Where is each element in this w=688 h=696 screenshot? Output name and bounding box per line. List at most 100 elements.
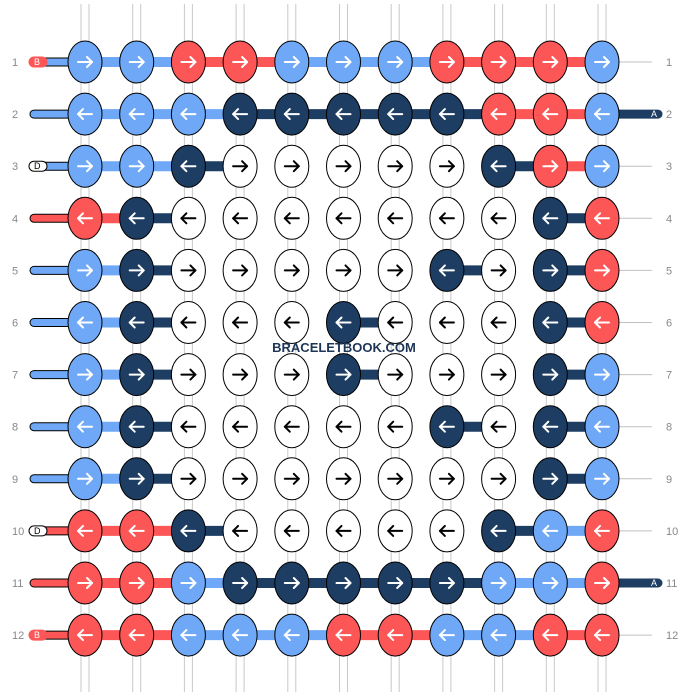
knot — [429, 92, 465, 136]
arrow-left-icon — [283, 316, 300, 329]
start-thread-tag — [28, 56, 48, 68]
knot — [67, 92, 103, 136]
row-number-right: 12 — [666, 630, 678, 642]
arrow-right-icon — [128, 56, 145, 68]
watermark-text: BRACELETBOOK.COM — [272, 340, 416, 355]
knot — [326, 405, 361, 449]
arrow-left-icon — [180, 420, 197, 433]
arrow-left-icon — [490, 160, 507, 173]
arrow-right-icon — [542, 368, 559, 381]
arrow-right-icon — [335, 577, 352, 589]
knot — [377, 353, 413, 397]
knot — [67, 353, 103, 397]
knot — [326, 613, 361, 657]
arrow-left-icon — [335, 524, 352, 537]
knot — [532, 457, 568, 501]
knot — [429, 196, 465, 240]
arrow-left-icon — [335, 108, 352, 121]
knot — [119, 509, 155, 553]
knot — [326, 353, 361, 397]
knot — [377, 301, 413, 344]
knot — [119, 92, 155, 136]
arrow-right-icon — [283, 368, 300, 381]
knot — [222, 144, 258, 188]
knot — [481, 457, 517, 501]
arrow-left-icon — [283, 524, 300, 537]
arrow-right-icon — [387, 368, 404, 381]
arrow-right-icon — [542, 160, 559, 173]
knot — [222, 509, 258, 553]
row-number-right: 1 — [666, 57, 672, 69]
knot — [119, 561, 155, 605]
arrow-left-icon — [180, 212, 197, 225]
knot — [222, 248, 258, 292]
knot — [429, 457, 465, 501]
arrow-right-icon — [77, 368, 93, 381]
knot — [429, 561, 465, 605]
arrow-left-icon — [594, 524, 610, 537]
arrow-left-icon — [594, 420, 610, 433]
knot-layer — [67, 40, 620, 657]
knot — [119, 40, 155, 84]
knot — [326, 561, 361, 605]
arrow-left-icon — [232, 316, 249, 329]
knot — [222, 457, 258, 501]
arrow-right-icon — [542, 577, 559, 589]
knot — [274, 561, 310, 605]
knot — [222, 196, 258, 240]
knot — [429, 40, 465, 84]
knot — [532, 613, 568, 657]
arrow-left-icon — [438, 212, 455, 225]
arrow-left-icon — [542, 108, 559, 121]
row-number-right: 8 — [666, 422, 672, 434]
knot — [170, 613, 206, 657]
knot — [274, 196, 310, 240]
arrow-left-icon — [77, 316, 93, 329]
arrow-left-icon — [490, 212, 507, 225]
knot — [584, 561, 620, 605]
arrow-left-icon — [438, 264, 455, 277]
knot — [326, 144, 361, 188]
knot — [170, 144, 206, 188]
row-number-right: 3 — [666, 161, 672, 173]
knot — [67, 144, 103, 188]
arrow-left-icon — [283, 108, 300, 121]
arrow-left-icon — [232, 212, 249, 225]
arrow-right-icon — [542, 56, 559, 68]
arrow-left-icon — [387, 108, 404, 121]
arrow-right-icon — [594, 472, 610, 485]
knot — [584, 301, 620, 344]
arrow-right-icon — [232, 577, 249, 589]
arrow-left-icon — [594, 212, 610, 225]
arrow-right-icon — [335, 160, 352, 173]
arrow-left-icon — [542, 629, 559, 642]
arrow-right-icon — [387, 472, 404, 485]
arrow-left-icon — [180, 629, 197, 642]
knot — [481, 196, 517, 240]
knot — [170, 248, 206, 292]
arrow-right-icon — [438, 577, 455, 589]
knot — [274, 613, 310, 657]
arrow-right-icon — [232, 56, 249, 68]
arrow-right-icon — [335, 264, 352, 277]
knot — [429, 144, 465, 188]
arrow-left-icon — [283, 629, 300, 642]
arrow-left-icon — [283, 420, 300, 433]
knot — [67, 301, 103, 344]
knot — [326, 248, 361, 292]
arrow-left-icon — [490, 524, 507, 537]
knot — [119, 353, 155, 397]
knot — [170, 301, 206, 344]
arrow-right-icon — [128, 264, 145, 277]
row-number-left: 4 — [12, 213, 18, 225]
knot — [274, 405, 310, 449]
arrow-right-icon — [180, 56, 197, 68]
arrow-right-icon — [335, 472, 352, 485]
knot — [481, 509, 517, 553]
knot — [429, 613, 465, 657]
arrow-left-icon — [387, 420, 404, 433]
knot — [67, 196, 103, 240]
knot — [584, 92, 620, 136]
